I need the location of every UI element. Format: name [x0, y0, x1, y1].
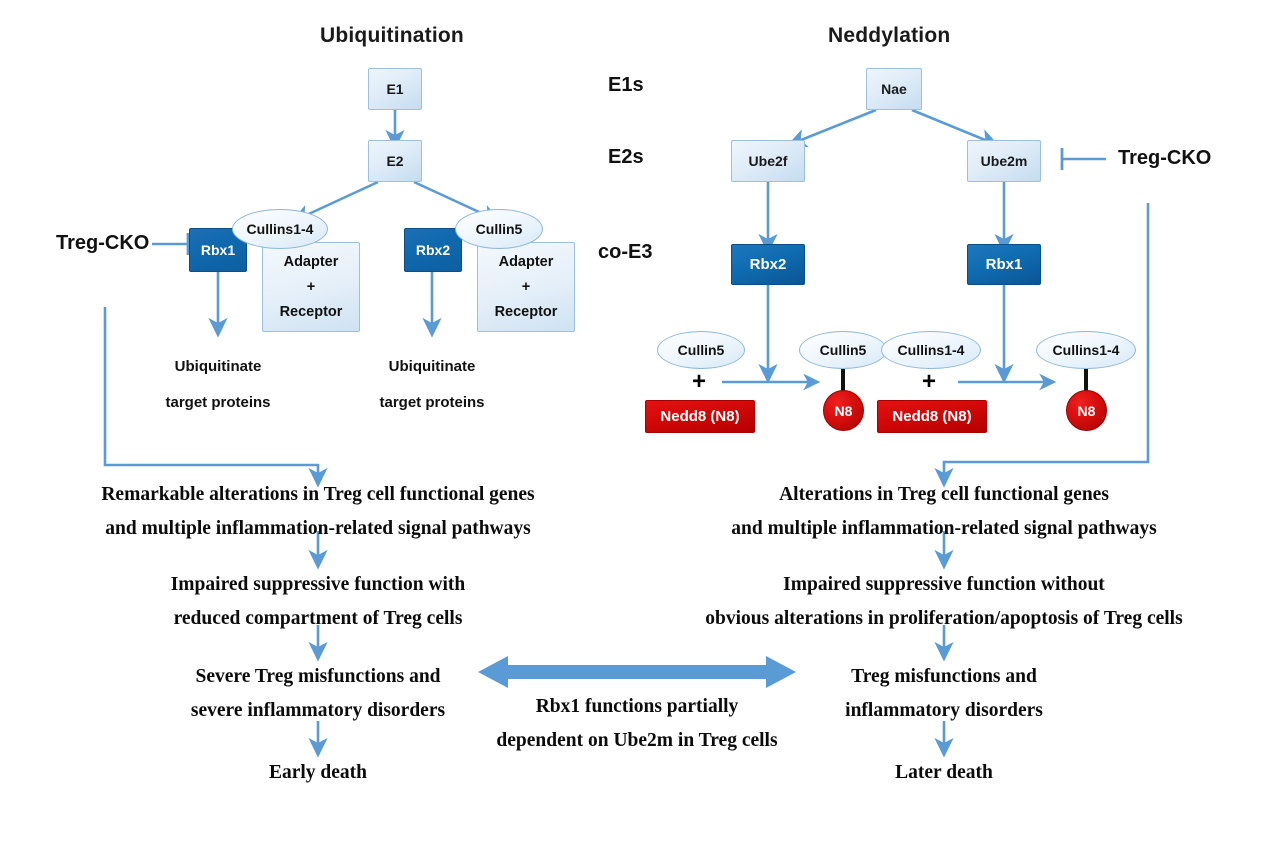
bond-stem-right — [1084, 369, 1088, 394]
node-e1[interactable]: E1 — [368, 68, 422, 110]
node-cullins1-4-ubiquitination[interactable]: Cullins1-4 — [232, 209, 328, 249]
left-pathway-title: Ubiquitination — [320, 24, 464, 47]
node-rbx2-ubiquitination[interactable]: Rbx2 — [404, 228, 462, 272]
node-n8-right-label: N8 — [1077, 402, 1096, 419]
outcome-right-death: Later death — [895, 762, 993, 783]
receptor-label-right: Receptor — [494, 303, 558, 320]
treg-cko-label-right: Treg-CKO — [1118, 147, 1212, 169]
output-right-line1: Ubiquitinate — [388, 358, 476, 375]
outcome-left-suppressive-line2: reduced compartment of Treg cells — [173, 608, 463, 629]
outcome-right-alterations-line1: Alterations in Treg cell functional gene… — [779, 484, 1109, 505]
outcome-left-suppressive-line1: Impaired suppressive function with — [170, 574, 466, 595]
node-n8-left-label: N8 — [834, 402, 853, 419]
outcome-right-alterations-line2: and multiple inflammation-related signal… — [731, 518, 1157, 539]
node-rbx2-label: Rbx2 — [415, 242, 451, 258]
tier-label-e2s: E2s — [608, 146, 644, 168]
node-e1-label: E1 — [386, 81, 404, 97]
plus-sign-right: + — [922, 368, 937, 395]
right-pathway-title: Neddylation — [828, 24, 951, 47]
tier-label-co-e3: co-E3 — [598, 241, 653, 263]
tier-label-e1s: E1s — [608, 74, 644, 96]
node-rbx1-nedd-label: Rbx1 — [985, 256, 1023, 273]
outcome-left-alterations-line1: Remarkable alterations in Treg cell func… — [101, 484, 535, 505]
node-rbx2-nedd-label: Rbx2 — [749, 256, 787, 273]
node-cullins1-4-product[interactable]: Cullins1-4 — [1036, 331, 1136, 369]
node-cullin5-substrate[interactable]: Cullin5 — [657, 331, 745, 369]
node-cullin5-product-label: Cullin5 — [819, 342, 867, 358]
adapter-label-left: Adapter — [283, 253, 339, 270]
outcome-left-death: Early death — [268, 762, 368, 783]
node-rbx2-neddylation[interactable]: Rbx2 — [731, 244, 805, 285]
receptor-label-left: Receptor — [279, 303, 343, 320]
outcome-right-misfunctions-line1: Treg misfunctions and — [851, 666, 1037, 687]
adapter-plus-right: + — [521, 278, 531, 295]
node-cullin5-product[interactable]: Cullin5 — [799, 331, 887, 369]
node-nae[interactable]: Nae — [866, 68, 922, 110]
node-ube2m[interactable]: Ube2m — [967, 140, 1041, 182]
output-left-line2: target proteins — [165, 394, 271, 411]
outcome-right-misfunctions-line2: inflammatory disorders — [845, 700, 1043, 721]
node-cullin5-substrate-label: Cullin5 — [677, 342, 725, 358]
outcome-left-misfunctions-line2: severe inflammatory disorders — [190, 700, 446, 721]
center-caption-line2: dependent on Ube2m in Treg cells — [496, 730, 778, 751]
node-nedd8-right[interactable]: Nedd8 (N8) — [877, 400, 987, 433]
plus-sign-left: + — [692, 368, 707, 395]
adapter-label-right: Adapter — [498, 253, 554, 270]
node-nedd8-right-label: Nedd8 (N8) — [892, 408, 972, 425]
node-e2[interactable]: E2 — [368, 140, 422, 182]
outcome-right-suppressive-line2: obvious alterations in proliferation/apo… — [705, 608, 1183, 629]
node-cullins1-4-label: Cullins1-4 — [246, 221, 314, 237]
node-nae-label: Nae — [881, 81, 907, 97]
treg-cko-label-left: Treg-CKO — [56, 232, 150, 254]
node-ube2m-label: Ube2m — [980, 153, 1028, 169]
node-adapter-receptor-left[interactable]: Adapter + Receptor — [262, 242, 360, 332]
node-cullins1-4-substrate-label: Cullins1-4 — [897, 342, 965, 358]
node-rbx1-label: Rbx1 — [200, 242, 236, 258]
node-cullins1-4-product-label: Cullins1-4 — [1052, 342, 1120, 358]
bond-stem-left — [841, 369, 845, 394]
adapter-plus-left: + — [306, 278, 316, 295]
node-ube2f-label: Ube2f — [748, 153, 788, 169]
node-cullin5-label: Cullin5 — [475, 221, 523, 237]
node-nedd8-left[interactable]: Nedd8 (N8) — [645, 400, 755, 433]
outcome-left-misfunctions-line1: Severe Treg misfunctions and — [195, 666, 441, 687]
arrow-e2-to-cullins14 — [291, 180, 379, 223]
output-left-line1: Ubiquitinate — [174, 358, 262, 375]
node-rbx1-neddylation[interactable]: Rbx1 — [967, 244, 1041, 285]
output-right-line2: target proteins — [379, 394, 485, 411]
outcome-left-alterations-line2: and multiple inflammation-related signal… — [105, 518, 531, 539]
arrow-nae-to-ube2m — [911, 108, 999, 148]
node-nedd8-left-label: Nedd8 (N8) — [660, 408, 740, 425]
node-cullins1-4-substrate[interactable]: Cullins1-4 — [881, 331, 981, 369]
outcome-right-suppressive-line1: Impaired suppressive function without — [783, 574, 1105, 595]
center-caption-line1: Rbx1 functions partially — [535, 696, 739, 717]
node-e2-label: E2 — [386, 153, 404, 169]
node-cullin5-ubiquitination[interactable]: Cullin5 — [455, 209, 543, 249]
node-n8-right[interactable]: N8 — [1066, 390, 1107, 431]
node-adapter-receptor-right[interactable]: Adapter + Receptor — [477, 242, 575, 332]
arrow-nae-to-ube2f — [787, 108, 877, 148]
node-ube2f[interactable]: Ube2f — [731, 140, 805, 182]
node-n8-left[interactable]: N8 — [823, 390, 864, 431]
